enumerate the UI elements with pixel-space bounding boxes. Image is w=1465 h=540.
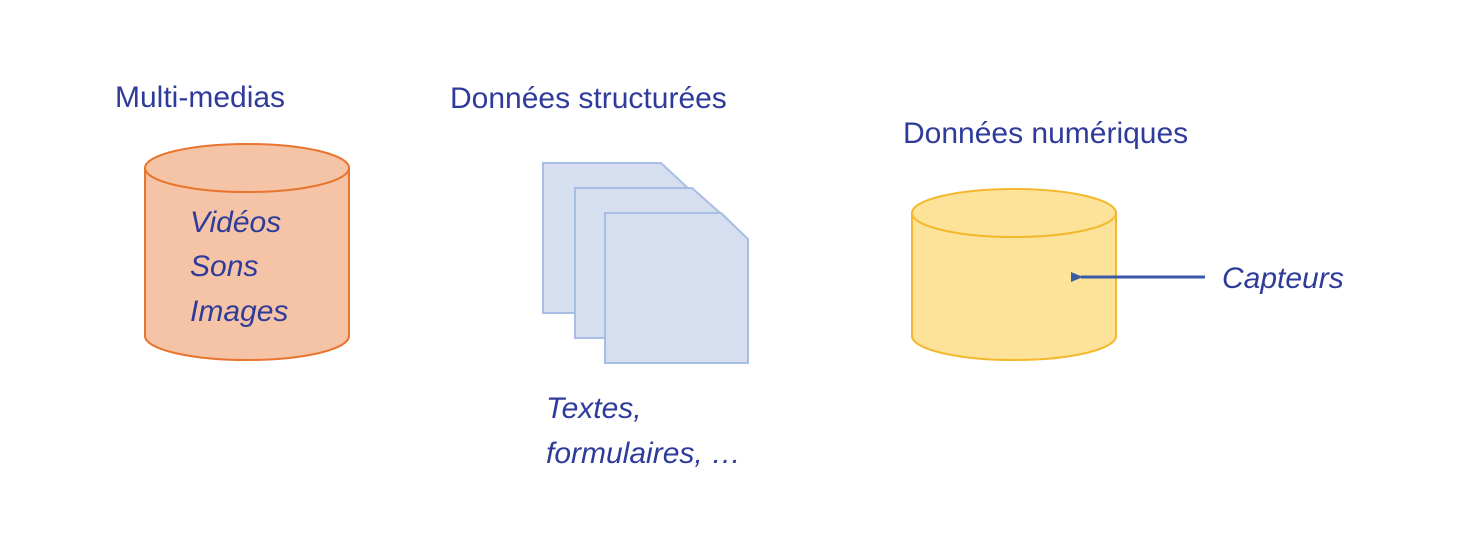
multimedia-item-sons: Sons <box>190 250 258 283</box>
numeric-group: Données numériques Capteurs <box>903 117 1344 361</box>
structured-caption-line2: formulaires, … <box>546 437 741 470</box>
document-stack-icon <box>542 162 749 364</box>
structured-group: Données structurées Textes, formulaires,… <box>450 82 749 470</box>
multimedia-title: Multi-medias <box>115 81 285 114</box>
numeric-title: Données numériques <box>903 117 1188 150</box>
numeric-source-label: Capteurs <box>1222 262 1344 295</box>
document-page-front <box>604 212 749 364</box>
structured-title: Données structurées <box>450 82 727 115</box>
multimedia-item-videos: Vidéos <box>190 206 281 239</box>
multimedia-item-images: Images <box>190 295 288 328</box>
structured-caption-line1: Textes, <box>546 392 642 425</box>
multimedia-group: Multi-medias Vidéos Sons Images <box>115 81 350 361</box>
numeric-cylinder <box>911 188 1117 361</box>
multimedia-cylinder <box>144 143 350 361</box>
